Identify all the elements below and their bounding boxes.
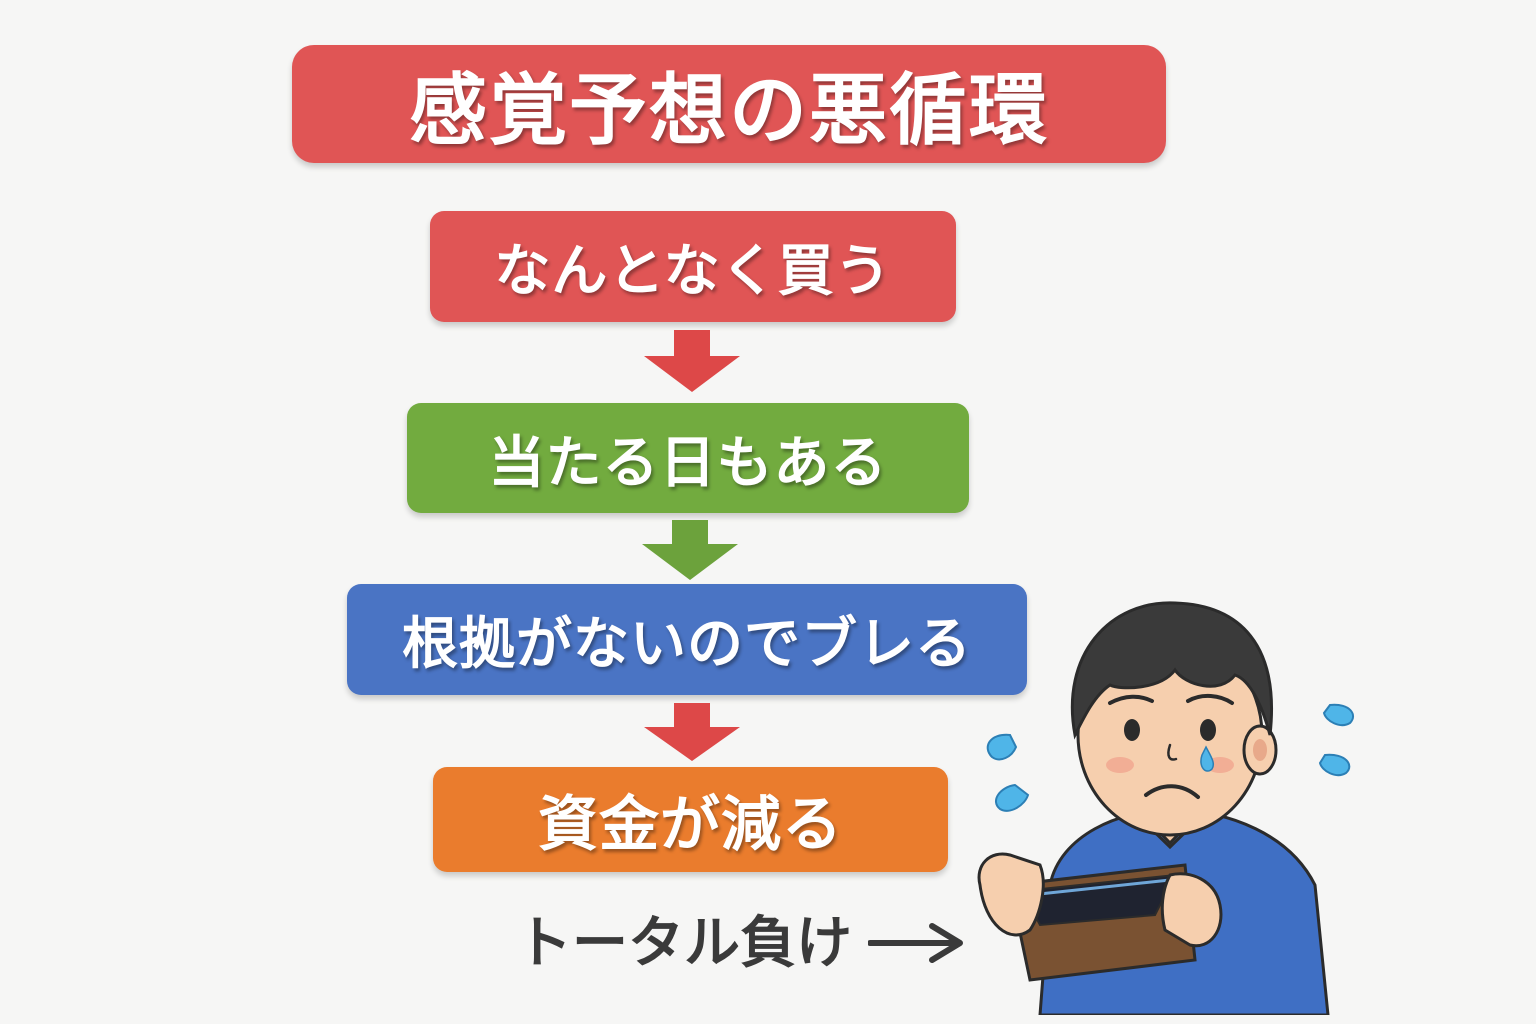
down-arrow-icon [642,520,738,580]
step-label: 資金が減る [538,790,843,860]
title-text: 感覚予想の悪循環 [408,66,1049,156]
step-label: 当たる日もある [488,430,888,496]
down-arrow-icon [644,330,740,392]
step-box-inconsistent: 根拠がないのでブレる [347,584,1027,695]
worried-man-illustration [977,601,1355,1015]
right-arrow-icon [868,923,963,963]
step-box-funds-decrease: 資金が減る [433,767,948,872]
step-label: なんとなく買う [494,239,892,304]
title-banner: 感覚予想の悪循環 [292,45,1166,163]
total-loss-label: トータル負け [516,911,852,976]
step-label: 根拠がないのでブレる [402,612,972,677]
down-arrow-icon [644,703,740,761]
step-box-some-days-win: 当たる日もある [407,403,969,513]
sweat-drop-icon [986,703,1355,812]
step-box-buy-vaguely: なんとなく買う [430,211,956,322]
